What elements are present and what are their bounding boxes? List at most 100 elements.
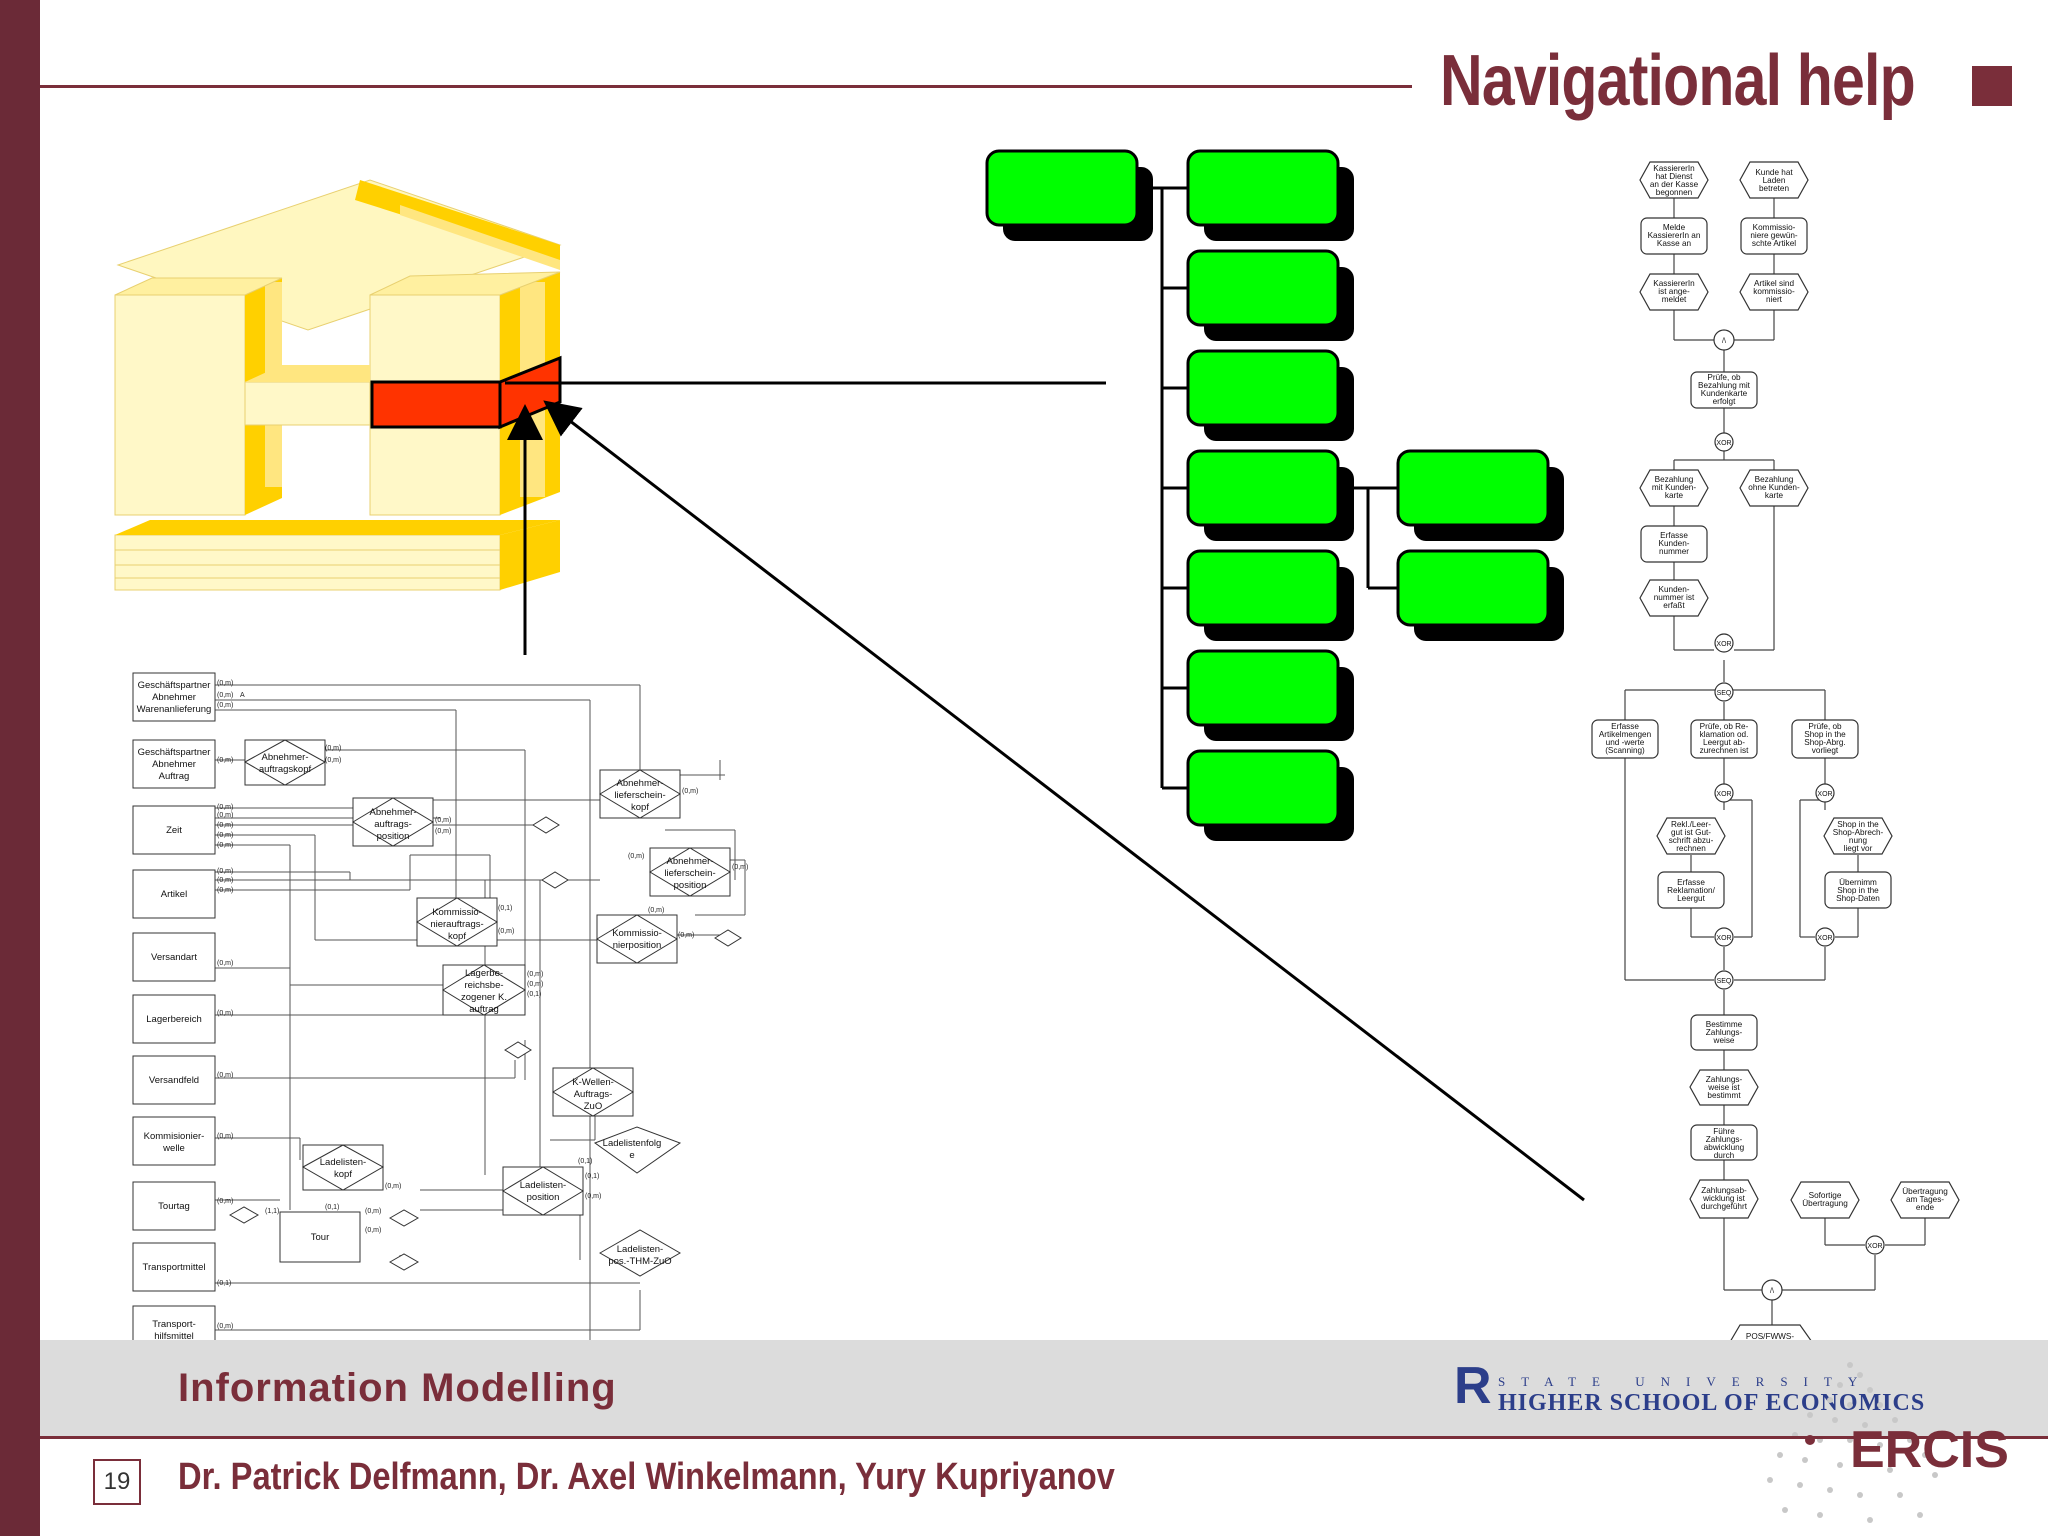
svg-text:Prüfe, ob Re-: Prüfe, ob Re- <box>1700 722 1749 731</box>
authors-line: Dr. Patrick Delfmann, Dr. Axel Winkelman… <box>178 1456 1115 1498</box>
svg-text:Shop-Daten: Shop-Daten <box>1836 894 1880 903</box>
svg-text:Lagerbe-: Lagerbe- <box>465 968 503 979</box>
svg-text:(0,m): (0,m) <box>217 960 233 967</box>
footer-band <box>40 1340 2048 1436</box>
svg-text:Auftrags-: Auftrags- <box>574 1089 613 1100</box>
tree-node[interactable] <box>1186 149 1340 227</box>
svg-text:(0,m): (0,m) <box>217 680 233 687</box>
svg-text:(0,m): (0,m) <box>217 832 233 839</box>
svg-text:Shop-Abrg.: Shop-Abrg. <box>1804 738 1845 747</box>
tree-node[interactable] <box>1186 549 1340 627</box>
svg-text:position: position <box>674 880 707 891</box>
tree-node[interactable] <box>1186 749 1340 827</box>
left-accent-bar <box>0 0 40 1536</box>
svg-text:Bezahlung: Bezahlung <box>1755 475 1794 484</box>
function-tree <box>985 149 1564 841</box>
svg-text:karte: karte <box>1765 491 1784 500</box>
svg-text:Rekl./Leer-: Rekl./Leer- <box>1671 820 1711 829</box>
svg-text:XOR: XOR <box>1867 1243 1882 1250</box>
svg-text:(0,m): (0,m) <box>527 971 543 978</box>
svg-text:(0,m): (0,m) <box>217 702 233 709</box>
svg-text:KassiererIn: KassiererIn <box>1653 164 1695 173</box>
svg-text:Geschäftspartner: Geschäftspartner <box>138 747 211 758</box>
svg-text:Kasse an: Kasse an <box>1657 239 1692 248</box>
svg-text:Versandfeld: Versandfeld <box>149 1075 199 1086</box>
svg-text:(0,m): (0,m) <box>217 812 233 819</box>
svg-text:welle: welle <box>162 1143 185 1154</box>
svg-text:Tour: Tour <box>311 1232 329 1243</box>
svg-text:lieferschein-: lieferschein- <box>664 868 715 879</box>
tree-node-root[interactable] <box>985 149 1139 227</box>
hse-logo-icon: R <box>1454 1357 1492 1415</box>
svg-text:Kommissio-: Kommissio- <box>432 907 482 918</box>
svg-text:durchgeführt: durchgeführt <box>1701 1202 1748 1211</box>
svg-text:Abnehmer-: Abnehmer- <box>370 807 417 818</box>
svg-text:Abnehmer-: Abnehmer- <box>667 856 714 867</box>
svg-text:Übertragung: Übertragung <box>1902 1186 1948 1196</box>
svg-text:(0,m): (0,m) <box>217 692 233 699</box>
svg-text:schte Artikel: schte Artikel <box>1752 239 1796 248</box>
svg-text:Leergut ab-: Leergut ab- <box>1703 738 1745 747</box>
tree-node[interactable] <box>1396 449 1550 527</box>
svg-text:Lagerbereich: Lagerbereich <box>146 1014 201 1025</box>
svg-text:auftragskopf: auftragskopf <box>259 764 312 775</box>
svg-text:/\: /\ <box>1722 338 1726 345</box>
svg-text:Shop in the: Shop in the <box>1837 886 1879 895</box>
svg-text:(0,1): (0,1) <box>578 1158 592 1165</box>
aris-house-middle-bar <box>244 365 371 426</box>
tree-node[interactable] <box>1186 649 1340 727</box>
svg-text:weise ist: weise ist <box>1707 1083 1740 1092</box>
svg-text:Kommisionier-: Kommisionier- <box>144 1131 205 1142</box>
svg-text:KassiererIn: KassiererIn <box>1653 279 1695 288</box>
svg-text:(0,1): (0,1) <box>498 905 512 912</box>
svg-text:Ladelistenfolg: Ladelistenfolg <box>603 1138 662 1149</box>
svg-text:auftrag: auftrag <box>469 1004 499 1015</box>
aris-house-base <box>114 520 560 591</box>
svg-text:XOR: XOR <box>1817 791 1832 798</box>
svg-text:(0,m): (0,m) <box>217 1010 233 1017</box>
tree-node[interactable] <box>1186 449 1340 527</box>
svg-text:(1,1): (1,1) <box>265 1208 279 1215</box>
slide-title: Navigational help <box>1440 41 1916 121</box>
svg-text:Zahlungsab-: Zahlungsab- <box>1701 1186 1747 1195</box>
tree-level-2 <box>1396 449 1564 641</box>
svg-text:durch: durch <box>1714 1151 1735 1160</box>
svg-text:(0,m): (0,m) <box>365 1208 381 1215</box>
svg-text:Geschäftspartner: Geschäftspartner <box>138 680 211 691</box>
tree-node[interactable] <box>1396 549 1550 627</box>
svg-text:erfolgt: erfolgt <box>1713 397 1736 406</box>
svg-text:Kundenkarte: Kundenkarte <box>1701 389 1748 398</box>
svg-text:Laden: Laden <box>1763 176 1786 185</box>
svg-text:hilfsmittel: hilfsmittel <box>154 1331 194 1342</box>
svg-text:Führe: Führe <box>1713 1127 1735 1136</box>
svg-text:K-Wellen-: K-Wellen- <box>572 1077 614 1088</box>
svg-text:Warenanlieferung: Warenanlieferung <box>137 704 212 715</box>
svg-text:ohne Kunden-: ohne Kunden- <box>1748 483 1800 492</box>
svg-text:ende: ende <box>1916 1203 1935 1212</box>
svg-text:Reklamation/: Reklamation/ <box>1667 886 1716 895</box>
svg-text:zurechnen ist: zurechnen ist <box>1700 746 1749 755</box>
hse-school-name: HIGHER SCHOOL OF ECONOMICS <box>1498 1390 1926 1416</box>
svg-text:begonnen: begonnen <box>1656 188 1693 197</box>
svg-text:(0,m): (0,m) <box>325 745 341 752</box>
svg-text:nierauftrags-: nierauftrags- <box>430 919 483 930</box>
svg-text:und -werte: und -werte <box>1606 738 1645 747</box>
svg-text:(0,m): (0,m) <box>217 1133 233 1140</box>
svg-text:niert: niert <box>1766 295 1783 304</box>
svg-text:XOR: XOR <box>1817 935 1832 942</box>
svg-text:Auftrag: Auftrag <box>159 771 190 782</box>
tree-node[interactable] <box>1186 349 1340 427</box>
europe-map-watermark <box>1767 1362 1938 1523</box>
svg-text:Transportmittel: Transportmittel <box>143 1262 206 1273</box>
svg-text:Zahlungs-: Zahlungs- <box>1706 1075 1743 1084</box>
page-number: 19 <box>93 1459 141 1505</box>
svg-text:XOR: XOR <box>1716 791 1731 798</box>
svg-text:ist ange-: ist ange- <box>1658 287 1690 296</box>
tree-node[interactable] <box>1186 249 1340 327</box>
svg-text:Abnehmer: Abnehmer <box>152 759 196 770</box>
svg-text:(0,1): (0,1) <box>325 1204 339 1211</box>
svg-text:(0,1): (0,1) <box>527 991 541 998</box>
svg-text:wicklung ist: wicklung ist <box>1702 1194 1746 1203</box>
svg-text:SEQ: SEQ <box>1717 978 1732 985</box>
svg-text:Kunden-: Kunden- <box>1659 539 1690 548</box>
